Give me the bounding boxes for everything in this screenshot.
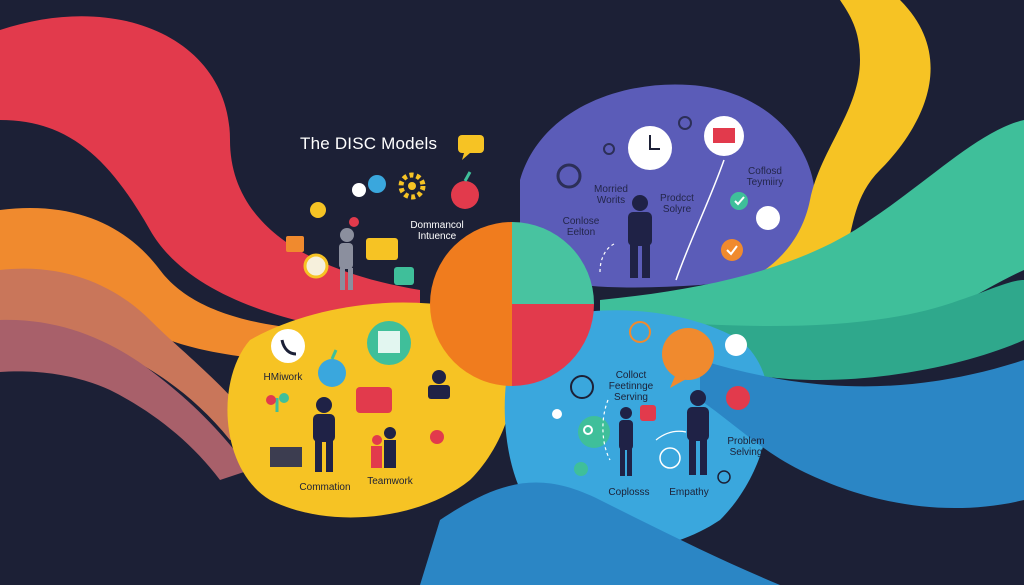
mauve-wave <box>0 319 250 480</box>
speech-bubble-icon <box>368 175 386 193</box>
team-icon <box>371 435 382 468</box>
apple-icon <box>318 349 346 387</box>
orange-wave <box>0 208 430 363</box>
plant-icon <box>266 393 289 412</box>
person-silhouette-icon <box>313 397 335 472</box>
clock-icon <box>678 116 692 130</box>
connector-arrow <box>599 243 615 273</box>
check-icon <box>730 192 748 210</box>
blue-wave-bottom <box>420 482 780 585</box>
label-conlose-eelton: Conlose Eelton <box>562 216 600 238</box>
label-coflosd-teymiiry: Coflosd Teymiiry <box>746 166 784 188</box>
tag-icon <box>574 462 588 476</box>
label-problem-selving: Problem Selving <box>727 436 765 458</box>
speech-bubble-icon <box>352 183 366 197</box>
connector-arrow <box>675 159 725 281</box>
chat-icon <box>629 321 651 343</box>
target-icon <box>726 386 750 410</box>
green-wave <box>600 120 1024 353</box>
person-silhouette-icon <box>339 228 354 290</box>
person-silhouette-icon <box>687 390 709 475</box>
chat-icon <box>367 321 411 365</box>
lightbulb-icon <box>310 202 326 218</box>
home-icon <box>570 375 594 399</box>
certificate-icon <box>704 116 744 156</box>
label-product-solyre: Prodcct Solyre <box>660 193 694 215</box>
clock-icon <box>303 253 329 279</box>
pin-icon <box>349 217 359 227</box>
connector-arrow <box>602 399 611 461</box>
disc-quadrant-d <box>430 222 512 304</box>
speech-bubble-icon <box>458 135 484 160</box>
download-icon <box>394 267 414 285</box>
label-hmiwork: HMiwork <box>263 372 303 383</box>
bench-icon <box>270 447 302 467</box>
at-icon <box>603 143 615 155</box>
phone-icon <box>271 329 305 363</box>
badge-icon <box>640 405 656 421</box>
blue-wave <box>700 360 1024 509</box>
gear-icon <box>398 172 426 200</box>
disc-quadrant-s <box>430 304 512 386</box>
apple-icon <box>451 171 479 209</box>
team-icon <box>384 427 396 468</box>
disc-quadrant-i <box>512 222 594 304</box>
label-morried-worits: Morried Worits <box>594 184 628 206</box>
connector-arrow <box>655 430 687 441</box>
folder-icon <box>366 238 398 260</box>
flower-icon <box>552 409 562 419</box>
label-commation: Commation <box>299 482 351 493</box>
speech-bubble-icon <box>356 387 392 413</box>
people-icon <box>659 447 681 469</box>
flower-icon <box>430 430 444 444</box>
page-title: The DISC Models <box>300 134 438 153</box>
label-teamwork: Teamwork <box>367 476 413 487</box>
check-icon <box>717 470 731 484</box>
brown-wave <box>0 268 260 440</box>
label-coplosss: Coplosss <box>608 487 650 498</box>
gear-icon <box>556 163 582 189</box>
chat-icon <box>286 236 304 252</box>
yellow-wave <box>680 0 931 300</box>
check-icon <box>721 239 743 261</box>
person-silhouette-icon <box>428 370 450 399</box>
key-icon <box>578 416 610 448</box>
label-dominance-influence: Dommancol Intuence <box>410 220 464 242</box>
clock-icon <box>628 126 672 170</box>
network-icon <box>725 334 747 356</box>
label-empathy: Empathy <box>669 487 709 498</box>
label-colloct-feetinnge-serving: Colloct Feetinnge Serving <box>608 370 654 403</box>
tools-icon <box>756 206 780 230</box>
disc-quadrant-c <box>512 304 594 386</box>
person-silhouette-icon <box>628 195 652 278</box>
person-silhouette-icon <box>619 407 633 476</box>
speech-bubble-icon <box>662 328 714 388</box>
